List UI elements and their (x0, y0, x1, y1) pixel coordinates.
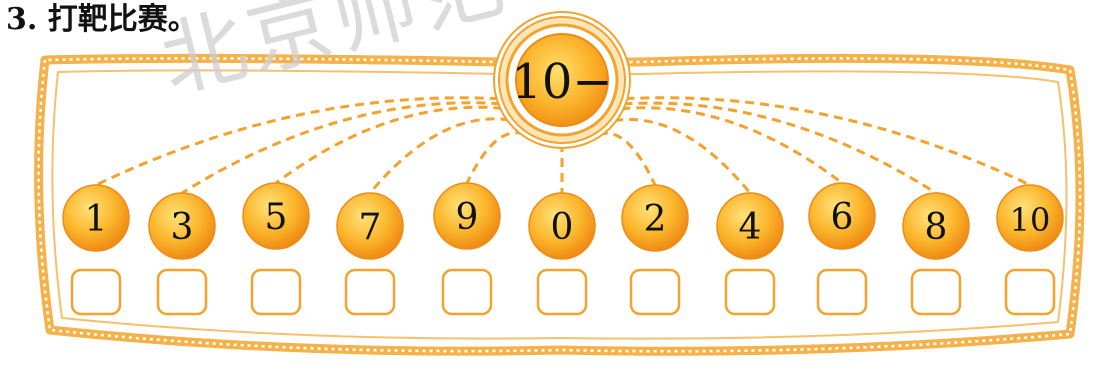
target-ball: 7 (337, 193, 403, 259)
target-ball: 2 (622, 185, 688, 251)
answer-boxes (72, 270, 1054, 314)
answer-box[interactable] (818, 270, 866, 314)
target-ball: 1 (63, 185, 129, 251)
answer-box[interactable] (726, 270, 774, 314)
answer-box[interactable] (72, 270, 120, 314)
answer-box[interactable] (538, 270, 586, 314)
connector-line (182, 103, 500, 193)
target-ball: 5 (243, 183, 309, 249)
target-number: 9 (456, 197, 479, 238)
target-ball: 9 (434, 183, 500, 249)
target-number: 0 (551, 207, 574, 248)
answer-box[interactable] (631, 270, 679, 314)
connector-line (370, 119, 509, 193)
connector-line (467, 133, 524, 183)
answer-box[interactable] (443, 270, 491, 314)
target-number: 2 (644, 199, 667, 240)
connector-line (621, 108, 842, 183)
answer-box[interactable] (158, 270, 206, 314)
target-ball: 0 (529, 193, 595, 259)
connector-line (623, 103, 936, 193)
target-number: 10 (1010, 201, 1051, 239)
target-number: 7 (359, 207, 382, 248)
target-number: 6 (831, 197, 854, 238)
target-ball: 4 (717, 193, 783, 259)
target-number: 3 (171, 207, 194, 248)
answer-box[interactable] (912, 270, 960, 314)
target-ball: 10 (997, 185, 1063, 251)
connector-line (614, 119, 750, 193)
target-number: 8 (925, 207, 948, 248)
target-number: 4 (739, 207, 762, 248)
target-ball: 6 (809, 183, 875, 249)
target-number: 1 (85, 199, 108, 240)
connector-line (599, 133, 655, 185)
answer-box[interactable] (252, 270, 300, 314)
center-label: 10− (511, 54, 612, 110)
answer-box[interactable] (346, 270, 394, 314)
target-ball: 8 (903, 193, 969, 259)
answer-box[interactable] (1006, 270, 1054, 314)
target-ball: 3 (149, 193, 215, 259)
target-number: 5 (265, 197, 288, 238)
target-balls: 1 3 5 7 9 0 2 4 6 8 10 (63, 183, 1063, 259)
